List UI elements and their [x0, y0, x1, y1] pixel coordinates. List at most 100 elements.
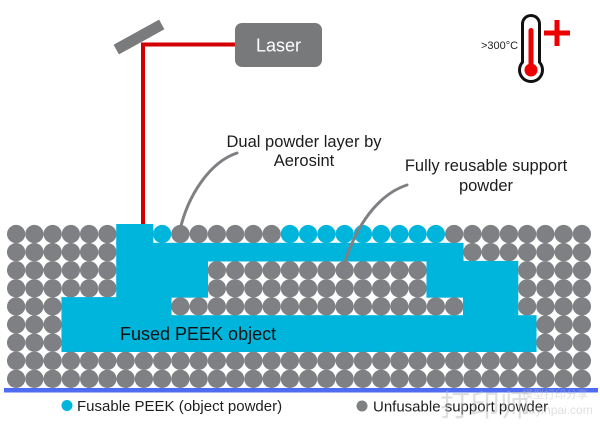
support-powder-particle	[25, 369, 44, 388]
support-powder-particle	[517, 279, 537, 298]
support-powder-particle	[481, 369, 500, 388]
fused-object-cell	[298, 242, 318, 262]
support-powder-particle	[79, 243, 99, 262]
support-powder-particle	[25, 224, 44, 244]
support-powder-particle	[298, 297, 318, 316]
fused-object-cell	[134, 260, 154, 280]
fused-object-cell	[426, 260, 446, 280]
watermark: 打印师 模型打印分享 dayinpai.com	[440, 387, 593, 423]
support-powder-particle	[244, 351, 263, 370]
fused-object-cell	[481, 315, 501, 334]
fused-object-cell	[134, 279, 154, 298]
support-powder-particle	[79, 369, 99, 388]
support-powder-particle	[262, 224, 281, 244]
support-powder-particle	[6, 279, 26, 298]
fused-object-cell	[462, 279, 482, 298]
laser-box	[235, 23, 322, 67]
support-powder-particle	[225, 261, 245, 280]
support-powder-particle	[262, 297, 281, 316]
support-powder-particle	[572, 315, 592, 334]
fused-object-cell	[207, 242, 227, 262]
support-powder-particle	[371, 279, 391, 298]
support-powder-particle	[43, 333, 62, 352]
support-powder-particle	[408, 261, 427, 280]
fused-object-cell	[353, 333, 373, 352]
fused-object-cell	[189, 315, 209, 334]
object-powder-particle	[317, 224, 336, 244]
fused-object-cell	[426, 315, 446, 334]
fused-object-cell	[116, 260, 136, 280]
fused-object-cell	[152, 297, 172, 316]
support-powder-particle	[171, 297, 190, 316]
support-powder-particle	[408, 297, 427, 316]
fused-object-cell	[116, 279, 136, 298]
fused-object-cell	[481, 297, 501, 316]
fused-object-cell	[170, 315, 190, 334]
fused-object-cell	[499, 315, 519, 334]
support-powder-particle	[6, 224, 26, 244]
support-powder-particle	[536, 351, 555, 370]
fused-object-cell	[97, 315, 117, 334]
support-powder-particle	[499, 243, 519, 262]
support-powder-particle	[517, 351, 537, 370]
support-powder-particle	[262, 279, 281, 298]
support-powder-particle	[225, 279, 245, 298]
support-powder-particle	[517, 261, 537, 280]
fused-object-cell	[481, 333, 501, 352]
fused-object-cell	[61, 297, 81, 316]
support-powder-particle	[43, 315, 62, 334]
support-powder-particle	[43, 243, 62, 262]
support-powder-particle	[61, 351, 81, 370]
support-powder-particle	[536, 243, 555, 262]
fused-object-cell	[444, 315, 464, 334]
object-powder-swatch-icon	[61, 400, 73, 411]
support-powder-particle	[298, 351, 318, 370]
fused-object-cell	[97, 333, 117, 352]
support-powder-particle	[390, 369, 409, 388]
support-powder-particle	[353, 297, 373, 316]
support-powder-particle	[298, 261, 318, 280]
support-powder-particle	[61, 224, 81, 244]
support-powder-particle	[517, 243, 537, 262]
support-powder-particle	[298, 279, 318, 298]
support-powder-particle	[43, 261, 62, 280]
fused-object-cell	[335, 315, 355, 334]
support-powder-particle	[262, 369, 281, 388]
support-powder-particle	[317, 261, 336, 280]
support-powder-particle	[390, 261, 409, 280]
support-powder-particle	[572, 351, 592, 370]
fused-object-cell	[61, 333, 81, 352]
fused-object-cell	[444, 242, 464, 262]
fused-object-cell	[444, 333, 464, 352]
support-powder-particle	[6, 297, 26, 316]
callout-dual-powder-layer: Dual powder layer by Aerosint	[227, 133, 383, 170]
watermark-site: dayinpai.com	[522, 403, 593, 417]
fused-object-cell	[152, 315, 172, 334]
fused-object-cell	[134, 242, 154, 262]
fused-object-cell	[134, 224, 154, 244]
object-powder-particle	[371, 224, 391, 244]
support-powder-particle	[572, 261, 592, 280]
support-powder-particle	[353, 351, 373, 370]
fused-object-cell	[116, 224, 136, 244]
fused-object-cell	[225, 315, 245, 334]
fused-object-cell	[335, 333, 355, 352]
fused-object-cell	[170, 333, 190, 352]
fused-object-cell	[444, 279, 464, 298]
fused-object-cell	[134, 297, 154, 316]
fused-object-cell	[280, 315, 300, 334]
support-powder-particle	[98, 224, 117, 244]
support-powder-particle	[25, 279, 44, 298]
support-powder-particle	[280, 351, 300, 370]
fused-object-cell	[116, 242, 136, 262]
fused-object-cell	[462, 297, 482, 316]
support-powder-particle	[317, 351, 336, 370]
support-powder-particle	[554, 224, 573, 244]
fused-object-cell	[116, 333, 136, 352]
support-powder-particle	[554, 243, 573, 262]
fused-object-cell	[389, 315, 409, 334]
support-powder-particle	[152, 351, 172, 370]
support-powder-particle	[98, 261, 117, 280]
support-powder-particle	[43, 351, 62, 370]
